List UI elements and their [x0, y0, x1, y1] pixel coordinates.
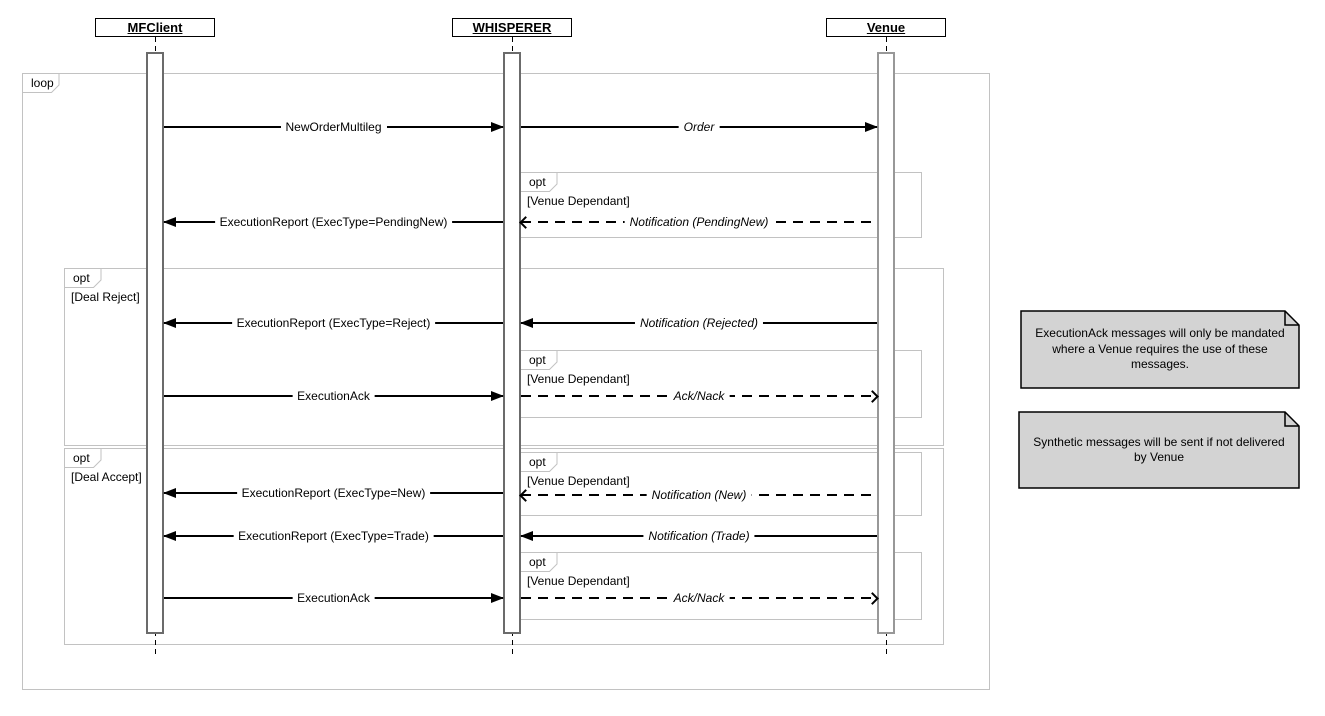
- message-order: Order: [521, 119, 878, 135]
- frame-opt-notification-new: opt [Venue Dependant]: [520, 452, 922, 516]
- message-label: NewOrderMultileg: [280, 120, 387, 134]
- message-ack-nack: Ack/Nack: [521, 388, 879, 404]
- message-label: Ack/Nack: [668, 591, 730, 605]
- message-label: ExecutionReport (ExecType=Trade): [233, 529, 434, 543]
- frame-operator-label: opt: [73, 451, 90, 465]
- arrowhead-left-icon: [520, 318, 533, 328]
- frame-guard-label: [Venue Dependant]: [527, 372, 630, 386]
- actor-box-venue: Venue: [826, 18, 946, 37]
- frame-guard-label: [Deal Reject]: [71, 290, 140, 304]
- frame-operator-label: opt: [529, 353, 546, 367]
- message-executionreport-exectype-reject: ExecutionReport (ExecType=Reject): [163, 315, 503, 331]
- message-newordermultileg: NewOrderMultileg: [164, 119, 504, 135]
- frame-operator-label: opt: [529, 175, 546, 189]
- frame-guard-label: [Venue Dependant]: [527, 474, 630, 488]
- message-notification-trade: Notification (Trade): [520, 528, 877, 544]
- frame-guard-label: [Venue Dependant]: [527, 194, 630, 208]
- activation-mfclient: [146, 52, 164, 634]
- message-executionreport-exectype-trade: ExecutionReport (ExecType=Trade): [163, 528, 503, 544]
- message-label: Notification (Rejected): [634, 316, 764, 330]
- frame-tab-shape: [64, 268, 102, 288]
- message-label: ExecutionReport (ExecType=Reject): [231, 316, 436, 330]
- message-executionreport-exectype-new: ExecutionReport (ExecType=New): [163, 485, 503, 501]
- message-label: ExecutionReport (ExecType=PendingNew): [214, 215, 453, 229]
- frame-tab-shape: [22, 73, 60, 93]
- message-notification-new: Notification (New): [519, 487, 877, 503]
- frame-opt-ack-nack-accept: opt [Venue Dependant]: [520, 552, 922, 620]
- frame-guard-label: [Venue Dependant]: [527, 574, 630, 588]
- frame-operator-label: opt: [529, 555, 546, 569]
- note-text: ExecutionAck messages will only be manda…: [1035, 326, 1285, 372]
- actor-box-mfclient: MFClient: [95, 18, 215, 37]
- arrowhead-right-icon: [491, 122, 504, 132]
- message-ack-nack: Ack/Nack: [521, 590, 879, 606]
- arrowhead-right-icon: [491, 593, 504, 603]
- arrowhead-right-icon: [491, 391, 504, 401]
- arrowhead-left-icon: [163, 531, 176, 541]
- message-label: Ack/Nack: [668, 389, 730, 403]
- activation-venue: [877, 52, 895, 634]
- message-executionreport-exectype-pendingnew: ExecutionReport (ExecType=PendingNew): [163, 214, 503, 230]
- frame-operator-label: opt: [529, 455, 546, 469]
- arrowhead-left-icon: [163, 318, 176, 328]
- message-notification-pendingnew: Notification (PendingNew): [519, 214, 877, 230]
- message-label: Order: [678, 120, 720, 134]
- message-label: Notification (PendingNew): [624, 215, 774, 229]
- note-text: Synthetic messages will be sent if not d…: [1033, 434, 1285, 464]
- message-executionack: ExecutionAck: [164, 590, 504, 606]
- message-notification-rejected: Notification (Rejected): [520, 315, 877, 331]
- frame-guard-label: [Deal Accept]: [71, 470, 142, 484]
- open-arrowhead-left-icon: [519, 488, 532, 502]
- open-arrowhead-right-icon: [866, 591, 879, 605]
- actor-box-whisperer: WHISPERER: [452, 18, 572, 37]
- activation-whisperer: [503, 52, 521, 634]
- note-shape: [1018, 411, 1300, 489]
- frame-opt-pending-new: opt [Venue Dependant]: [520, 172, 922, 238]
- message-label: Notification (New): [646, 488, 752, 502]
- message-label: Notification (Trade): [643, 529, 755, 543]
- note-1: ExecutionAck messages will only be manda…: [1020, 310, 1300, 389]
- note-2: Synthetic messages will be sent if not d…: [1018, 411, 1300, 489]
- arrowhead-left-icon: [163, 217, 176, 227]
- open-arrowhead-right-icon: [866, 389, 879, 403]
- frame-operator-label: opt: [73, 271, 90, 285]
- note-shape: [1020, 310, 1300, 389]
- message-label: ExecutionReport (ExecType=New): [236, 486, 431, 500]
- message-executionack: ExecutionAck: [164, 388, 504, 404]
- arrowhead-left-icon: [520, 531, 533, 541]
- frame-tab-shape: [64, 448, 102, 468]
- message-label: ExecutionAck: [292, 591, 375, 605]
- arrowhead-right-icon: [865, 122, 878, 132]
- frame-opt-ack-nack-reject: opt [Venue Dependant]: [520, 350, 922, 418]
- open-arrowhead-left-icon: [519, 215, 532, 229]
- arrowhead-left-icon: [163, 488, 176, 498]
- frame-operator-label: loop: [31, 76, 54, 90]
- message-label: ExecutionAck: [292, 389, 375, 403]
